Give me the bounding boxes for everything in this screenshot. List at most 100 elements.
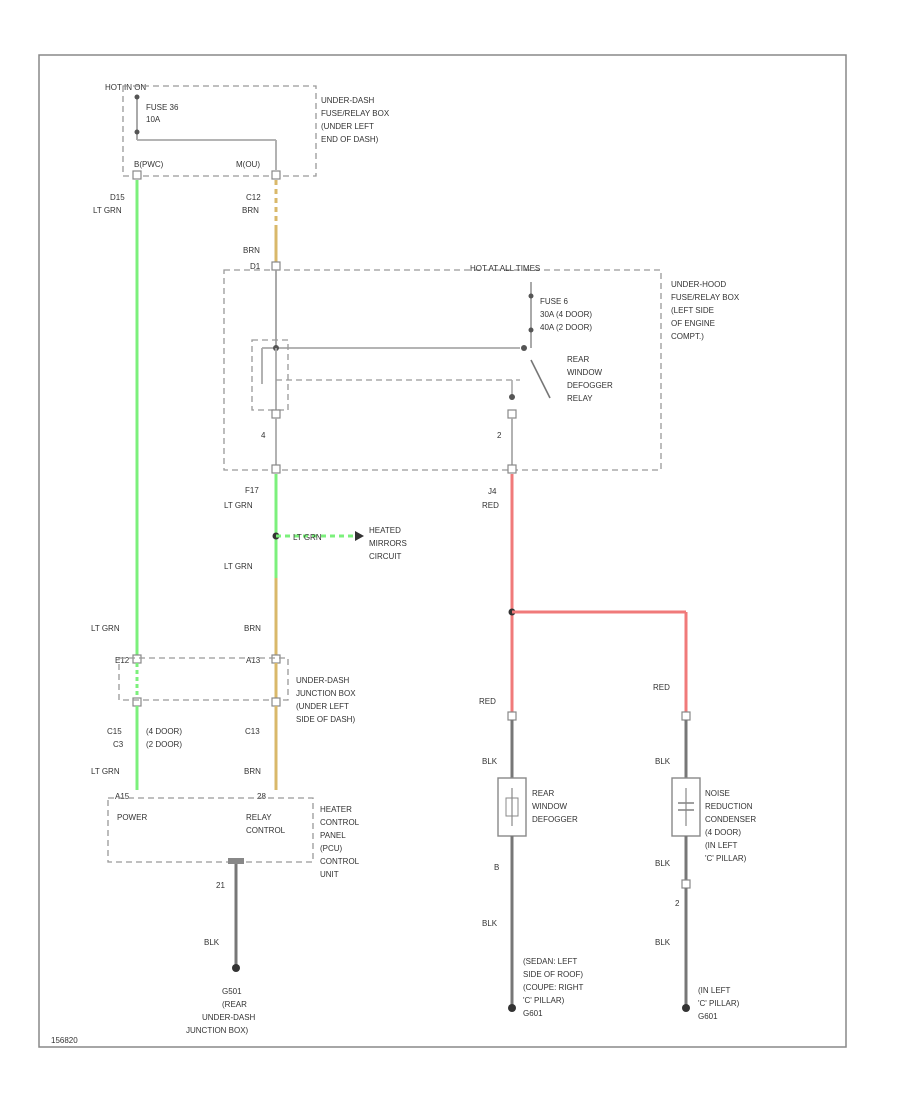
hot-at-all-times-label: HOT AT ALL TIMES bbox=[470, 264, 540, 273]
connector-d15-label: D15 bbox=[110, 193, 125, 202]
svg-text:CONTROL: CONTROL bbox=[246, 826, 286, 835]
condenser-wire-color-mid: BLK bbox=[655, 859, 671, 868]
relay-switch-contact bbox=[530, 359, 551, 399]
svg-text:FUSE/RELAY BOX: FUSE/RELAY BOX bbox=[321, 109, 390, 118]
svg-text:COMPT.): COMPT.) bbox=[671, 332, 704, 341]
condenser-wire-color-bottom: BLK bbox=[655, 938, 671, 947]
condenser-wire-color-blk: BLK bbox=[655, 757, 671, 766]
connector-j4 bbox=[507, 464, 517, 474]
svg-text:SIDE OF DASH): SIDE OF DASH) bbox=[296, 715, 355, 724]
svg-text:DEFOGGER: DEFOGGER bbox=[532, 815, 578, 824]
fuse-6-label: FUSE 6 bbox=[540, 297, 569, 306]
pin-a15: A15 bbox=[115, 792, 130, 801]
svg-text:END OF DASH): END OF DASH) bbox=[321, 135, 379, 144]
connector-c15 bbox=[132, 697, 142, 707]
footer-code: 156820 bbox=[51, 1036, 78, 1045]
underhood-fuse-box-label: UNDER-HOOD FUSE/RELAY BOX (LEFT SIDE OF … bbox=[671, 280, 740, 341]
defogger-pin-b: B bbox=[494, 863, 499, 872]
connector-d15 bbox=[132, 170, 142, 180]
underdash-fuse-box bbox=[122, 85, 317, 177]
svg-text:(SEDAN: LEFT: (SEDAN: LEFT bbox=[523, 957, 577, 966]
relay-coil-box bbox=[251, 339, 289, 411]
svg-text:(COUPE: RIGHT: (COUPE: RIGHT bbox=[523, 983, 584, 992]
svg-text:(IN LEFT: (IN LEFT bbox=[698, 986, 731, 995]
relay-pin-2: 2 bbox=[497, 431, 502, 440]
center-wire-color-4: LT GRN bbox=[224, 562, 253, 571]
condenser-label: NOISE REDUCTION CONDENSER (4 DOOR) (IN L… bbox=[705, 789, 756, 863]
connector-c15-label: C15 bbox=[107, 727, 122, 736]
relay-pin-4: 4 bbox=[261, 431, 266, 440]
connector-c13 bbox=[271, 697, 281, 707]
svg-text:JUNCTION BOX): JUNCTION BOX) bbox=[186, 1026, 249, 1035]
left-wire-color-top: LT GRN bbox=[93, 206, 122, 215]
svg-text:JUNCTION BOX: JUNCTION BOX bbox=[296, 689, 356, 698]
condenser-ground-label: (IN LEFT 'C' PILLAR) G601 bbox=[698, 986, 740, 1021]
svg-text:CONDENSER: CONDENSER bbox=[705, 815, 756, 824]
condenser-pin-2: 2 bbox=[675, 899, 680, 908]
connector-e12-label: E12 bbox=[115, 656, 130, 665]
power-label: POWER bbox=[117, 813, 147, 822]
connector-c12-label: C12 bbox=[246, 193, 261, 202]
ground-pin-21: 21 bbox=[216, 881, 225, 890]
svg-text:PANEL: PANEL bbox=[320, 831, 346, 840]
pin-bpwc: B(PWC) bbox=[134, 160, 164, 169]
svg-text:RELAY: RELAY bbox=[567, 394, 593, 403]
relay-switch-splice bbox=[521, 345, 527, 351]
fuse-6-bottom-terminal bbox=[528, 327, 534, 333]
relay-pin-2-connector bbox=[507, 409, 517, 419]
connector-c15-note: (4 DOOR) bbox=[146, 727, 182, 736]
fuse-36-label: FUSE 36 bbox=[146, 103, 179, 112]
ground-g501-label: G501 (REAR UNDER-DASH JUNCTION BOX) bbox=[186, 987, 256, 1035]
connector-c3-note: (2 DOOR) bbox=[146, 740, 182, 749]
svg-text:DEFOGGER: DEFOGGER bbox=[567, 381, 613, 390]
underdash-junction-box bbox=[118, 657, 289, 701]
svg-text:REAR: REAR bbox=[567, 355, 589, 364]
svg-text:HEATED: HEATED bbox=[369, 526, 401, 535]
defogger-connector-top bbox=[507, 711, 517, 721]
svg-text:CONTROL: CONTROL bbox=[320, 857, 360, 866]
svg-text:'C' PILLAR): 'C' PILLAR) bbox=[523, 996, 565, 1005]
hot-in-on-label: HOT IN ON bbox=[105, 83, 146, 92]
relay-switch-terminal bbox=[509, 394, 515, 400]
heated-mirrors-wire-color: LT GRN bbox=[293, 533, 322, 542]
fuse-36-amp: 10A bbox=[146, 115, 161, 124]
heated-mirrors-label: HEATED MIRRORS CIRCUIT bbox=[369, 526, 407, 561]
svg-text:SIDE OF ROOF): SIDE OF ROOF) bbox=[523, 970, 583, 979]
svg-text:CIRCUIT: CIRCUIT bbox=[369, 552, 402, 561]
center-wire-color-3: LT GRN bbox=[224, 501, 253, 510]
ground-g501-icon bbox=[232, 964, 240, 972]
defogger-element-icon bbox=[505, 797, 519, 817]
fuse-6-line1: 30A (4 DOOR) bbox=[540, 310, 592, 319]
relay-pin-4-connector bbox=[271, 409, 281, 419]
svg-text:'C' PILLAR): 'C' PILLAR) bbox=[698, 999, 740, 1008]
connector-c13-label: C13 bbox=[245, 727, 260, 736]
svg-text:(UNDER LEFT: (UNDER LEFT bbox=[321, 122, 374, 131]
svg-text:UNIT: UNIT bbox=[320, 870, 339, 879]
connector-f17-top bbox=[271, 464, 281, 474]
svg-text:UNDER-DASH: UNDER-DASH bbox=[321, 96, 375, 105]
diagram-frame bbox=[38, 54, 847, 1048]
connector-a13 bbox=[271, 654, 281, 664]
connector-j4-label: J4 bbox=[488, 487, 497, 496]
ground-pin-connector bbox=[228, 858, 244, 864]
pin-28: 28 bbox=[257, 792, 266, 801]
svg-text:OF ENGINE: OF ENGINE bbox=[671, 319, 715, 328]
heated-mirrors-arrow bbox=[355, 531, 364, 541]
svg-text:HEATER: HEATER bbox=[320, 805, 352, 814]
svg-text:(UNDER LEFT: (UNDER LEFT bbox=[296, 702, 349, 711]
svg-text:(4 DOOR): (4 DOOR) bbox=[705, 828, 741, 837]
svg-text:UNDER-DASH: UNDER-DASH bbox=[202, 1013, 256, 1022]
relay-label: REAR WINDOW DEFOGGER RELAY bbox=[567, 355, 613, 403]
defogger-label: REAR WINDOW DEFOGGER bbox=[532, 789, 578, 824]
fuse-6-line2: 40A (2 DOOR) bbox=[540, 323, 592, 332]
center-wire-color-2: BRN bbox=[243, 246, 260, 255]
connector-d1 bbox=[271, 261, 281, 271]
svg-text:REDUCTION: REDUCTION bbox=[705, 802, 753, 811]
svg-text:NOISE: NOISE bbox=[705, 789, 730, 798]
center-wire-color-6: BRN bbox=[244, 767, 261, 776]
svg-text:G501: G501 bbox=[222, 987, 242, 996]
svg-text:WINDOW: WINDOW bbox=[567, 368, 603, 377]
connector-c3-label: C3 bbox=[113, 740, 124, 749]
svg-text:'C' PILLAR): 'C' PILLAR) bbox=[705, 854, 747, 863]
svg-text:(IN LEFT: (IN LEFT bbox=[705, 841, 738, 850]
